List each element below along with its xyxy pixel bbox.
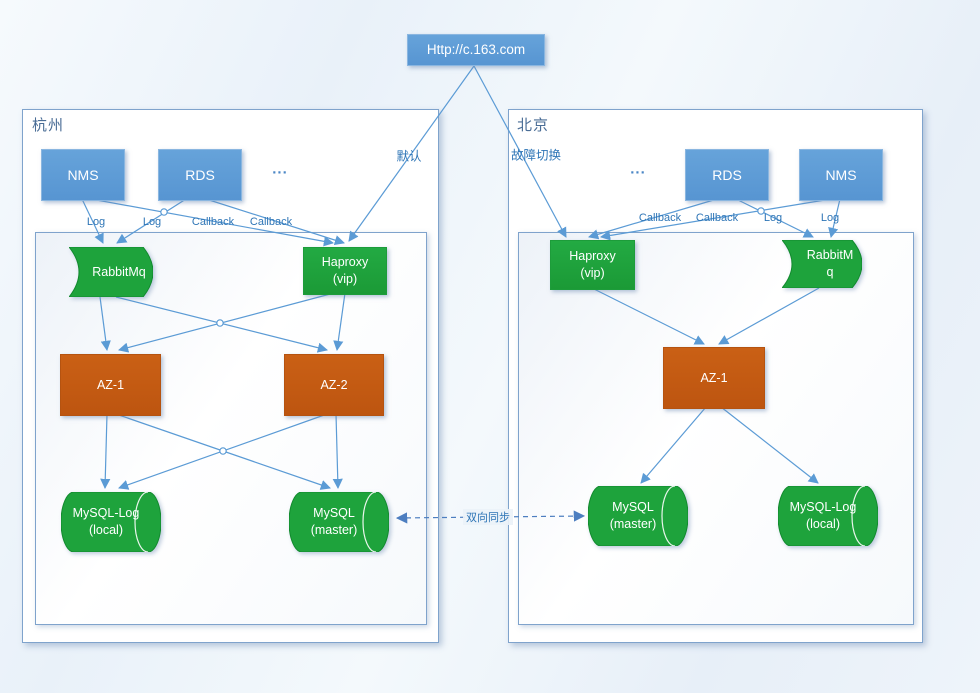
edge-label-log: Log: [820, 212, 840, 224]
mysql-master-label: MySQL (master): [609, 500, 657, 531]
rds-label: RDS: [185, 166, 215, 183]
rabbitmq-label: RabbitM q: [806, 248, 854, 279]
edge-label-callback: Callback: [191, 216, 235, 228]
region-title-hangzhou: 杭州: [32, 117, 65, 134]
node-mysql-master-right[interactable]: MySQL (master): [588, 486, 688, 546]
node-mysql-master-left[interactable]: MySQL (master): [289, 492, 389, 552]
cylinder-shape: [61, 492, 161, 552]
node-nms-right[interactable]: NMS: [799, 149, 883, 201]
edge-label-failover: 故障切换: [510, 148, 562, 163]
node-rds-left[interactable]: RDS: [158, 149, 242, 201]
edge-label-log: Log: [142, 216, 162, 228]
beijing-az-container: [518, 232, 914, 625]
edge-label-default: 默认: [396, 149, 422, 164]
mysql-log-label: MySQL-Log (local): [789, 500, 857, 531]
region-title-beijing: 北京: [517, 117, 550, 134]
nms-label: NMS: [67, 166, 99, 183]
stored-data-shape: [69, 247, 153, 297]
nms-label: NMS: [825, 166, 857, 183]
node-rabbitmq-right[interactable]: RabbitM q: [782, 240, 862, 288]
edge-label-log: Log: [763, 212, 783, 224]
node-haproxy-left[interactable]: Haproxy (vip): [303, 247, 387, 295]
edge-label-callback: Callback: [249, 216, 293, 228]
edge-label-log: Log: [86, 216, 106, 228]
haproxy-label: Haproxy (vip): [321, 255, 369, 286]
node-az1-left[interactable]: AZ-1: [60, 354, 161, 416]
node-haproxy-right[interactable]: Haproxy (vip): [550, 240, 635, 290]
node-az1-right[interactable]: AZ-1: [663, 347, 765, 409]
node-nms-left[interactable]: NMS: [41, 149, 125, 201]
node-rabbitmq-left[interactable]: RabbitMq: [69, 247, 153, 297]
edge-label-callback: Callback: [638, 212, 682, 224]
node-mysql-log-left[interactable]: MySQL-Log (local): [61, 492, 161, 552]
root-url-label: Http://c.163.com: [426, 41, 526, 57]
cylinder-shape: [588, 486, 688, 546]
mysql-log-label: MySQL-Log (local): [72, 506, 140, 537]
node-root-url[interactable]: Http://c.163.com: [407, 34, 545, 66]
node-mysql-log-right[interactable]: MySQL-Log (local): [778, 486, 878, 546]
node-rds-right[interactable]: RDS: [685, 149, 769, 201]
az1-label: AZ-1: [96, 377, 125, 392]
az2-label: AZ-2: [320, 377, 348, 392]
mysql-master-label: MySQL (master): [310, 506, 358, 537]
rabbitmq-label: RabbitMq: [92, 264, 146, 279]
ellipsis-left: ...: [272, 160, 288, 178]
rds-label: RDS: [712, 166, 742, 183]
az1-label: AZ-1: [700, 370, 728, 385]
node-az2-left[interactable]: AZ-2: [284, 354, 384, 416]
cylinder-shape: [778, 486, 878, 546]
cylinder-shape: [289, 492, 389, 552]
stored-data-shape: [782, 240, 862, 288]
haproxy-label: Haproxy (vip): [569, 249, 616, 280]
ellipsis-right: ...: [630, 160, 646, 178]
edge-label-callback: Callback: [695, 212, 739, 224]
edge-label-sync: 双向同步: [463, 509, 513, 525]
